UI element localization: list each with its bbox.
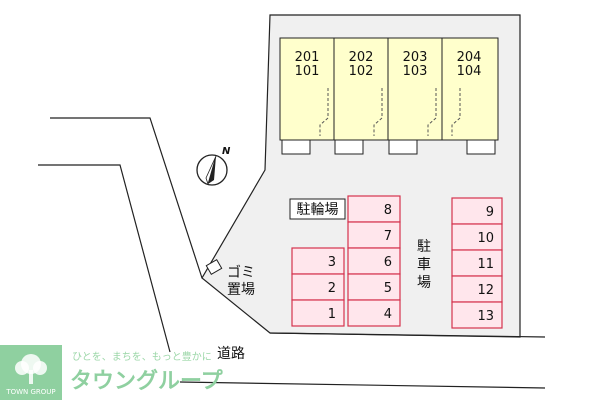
road-label: 道路 [217,346,245,362]
parking-slot [451,249,503,277]
north-arrow-icon: N [196,146,231,186]
garbage-label-line: 置場 [227,282,255,298]
parking-slot [451,301,503,329]
unit-label-upper: 202 [349,50,374,65]
parking-slot [347,195,401,223]
parking-label-char: 車 [417,256,431,273]
parking-slot [347,221,401,249]
unit-label-upper: 204 [457,50,482,65]
parking-slot-number: 2 [328,281,336,296]
parking-column-right: 9 10 11 12 13 [451,197,503,329]
road-edge-lower [179,381,546,389]
parking-slot [291,299,345,327]
unit-label-lower: 104 [457,64,482,79]
brand-name: タウングループ [70,368,224,394]
unit-label-upper: 201 [295,50,320,65]
apartment-building: 201 101 202 102 203 103 204 104 [279,37,499,155]
bicycle-parking: 駐輪場 [289,198,346,220]
unit-label-lower: 101 [295,64,320,79]
parking-slot-number: 10 [477,231,494,246]
brand-slogan: ひとを、まちを、もっと豊かに [72,350,212,363]
parking-label-char: 場 [417,275,431,291]
parking-slot-number: 13 [477,309,494,324]
logo-caption: TOWN GROUP [5,388,55,396]
unit-label-lower: 102 [349,64,374,79]
bicycle-parking-label: 駐輪場 [297,201,339,218]
parking-slot [291,247,345,275]
garbage-area: ゴミ 置場 [205,258,255,298]
unit-label-upper: 203 [403,50,428,65]
town-group-logo: TOWN GROUP [0,345,62,400]
parking-slot [347,273,401,301]
parking-slot-number: 6 [384,255,392,270]
parking-column-middle: 8 7 6 5 4 [347,195,401,327]
parking-slot-number: 5 [384,281,392,296]
garbage-label-line: ゴミ [227,264,255,281]
north-label: N [222,146,231,157]
road-edge-upper [269,332,546,338]
parking-slot-number: 8 [384,203,392,218]
boundary-line-lower [38,164,171,353]
parking-slot-number: 4 [384,307,392,322]
parking-slot [347,299,401,327]
parking-slot [451,197,503,225]
boundary-line-upper [50,117,203,279]
parking-label: 駐 車 場 [417,239,431,291]
parking-slot-number: 11 [477,257,494,272]
parking-slot-number: 9 [486,205,494,220]
parking-slot-number: 3 [328,255,336,270]
parking-slot [347,247,401,275]
parking-slot [291,273,345,301]
parking-slot-number: 12 [477,283,494,298]
unit-label-lower: 103 [403,64,428,79]
parking-slot-number: 1 [328,307,336,322]
parking-slot-number: 7 [384,229,392,244]
parking-label-char: 駐 [417,239,431,255]
parking-column-left: 3 2 1 [291,247,345,327]
